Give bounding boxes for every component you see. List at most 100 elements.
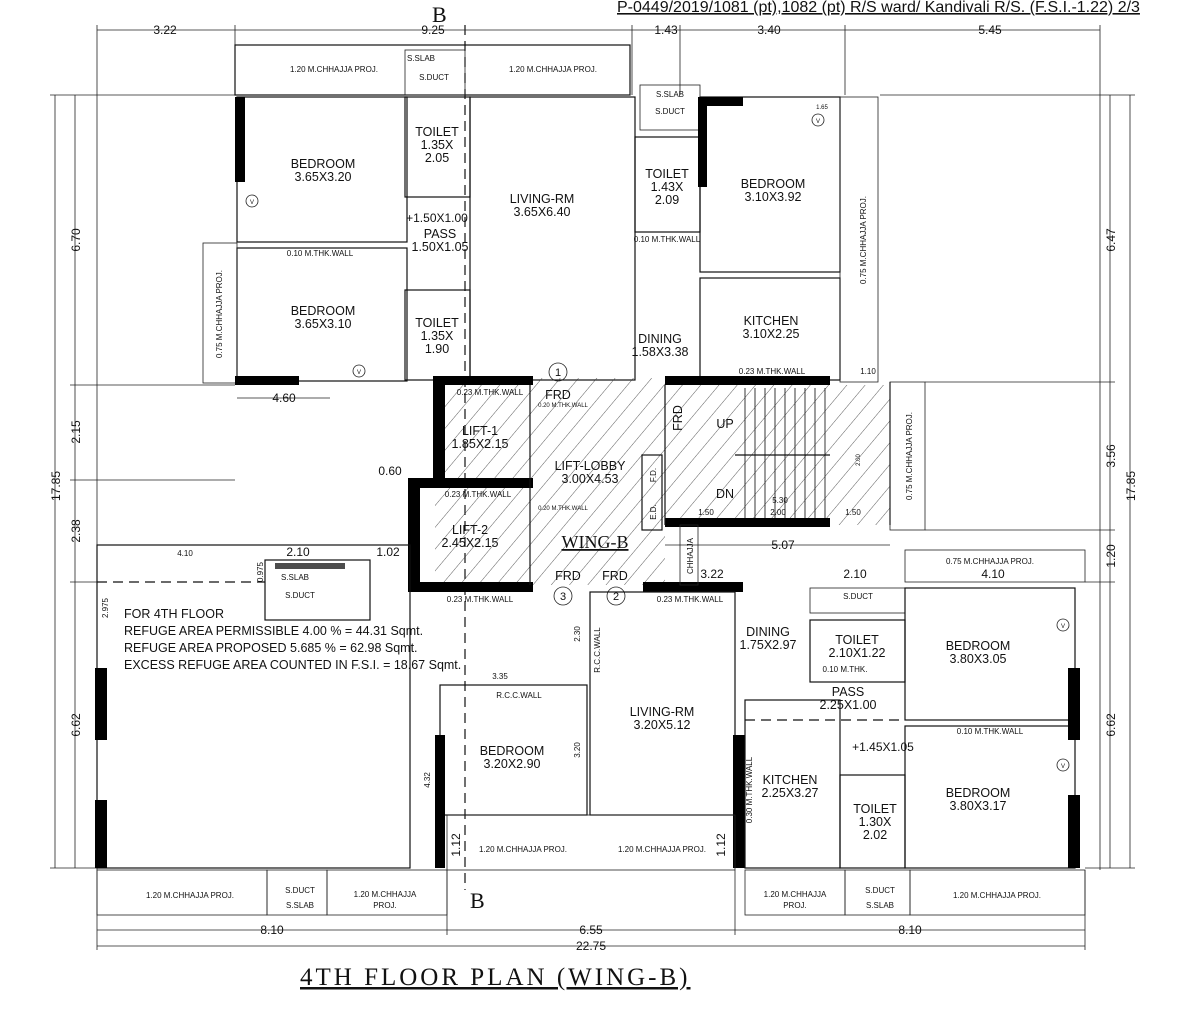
svg-text:1.65: 1.65 (816, 105, 828, 111)
svg-text:0.75 M.CHHAJJA PROJ.: 0.75 M.CHHAJJA PROJ. (859, 196, 868, 284)
svg-text:S.SLAB: S.SLAB (656, 90, 684, 99)
svg-text:5.30: 5.30 (772, 496, 788, 505)
refuge-note-excess: EXCESS REFUGE AREA COUNTED IN F.S.I. = 1… (124, 658, 461, 672)
svg-text:0.75 M.CHHAJJA PROJ.: 0.75 M.CHHAJJA PROJ. (905, 412, 914, 500)
svg-text:3: 3 (560, 591, 566, 603)
svg-text:1.50: 1.50 (845, 508, 861, 517)
room-size: 3.10X3.92 (745, 190, 802, 204)
room-size: 2.10X1.22 (829, 646, 886, 660)
room-size: 2.25X3.27 (762, 786, 819, 800)
room-name: BEDROOM (946, 639, 1011, 653)
svg-text:0.23 M.THK.WALL: 0.23 M.THK.WALL (447, 595, 514, 604)
wing-label: WING-B (562, 532, 629, 552)
room-labels: BEDROOM3.65X3.20TOILET1.35X2.05LIVING-RM… (291, 125, 1011, 842)
svg-text:3.20: 3.20 (573, 742, 582, 758)
svg-text:2.15: 2.15 (69, 420, 83, 444)
room-size: 2.05 (425, 151, 449, 165)
dimension-2-30: 2.30 (573, 626, 582, 642)
svg-text:6.47: 6.47 (1104, 228, 1118, 252)
svg-text:3.22: 3.22 (153, 23, 177, 37)
svg-text:1.20 M.CHHAJJA PROJ.: 1.20 M.CHHAJJA PROJ. (953, 891, 1041, 900)
svg-text:4.32: 4.32 (423, 772, 432, 788)
svg-text:S.SLAB: S.SLAB (866, 901, 894, 910)
svg-text:6.55: 6.55 (579, 923, 603, 937)
svg-text:E.D.: E.D. (649, 504, 658, 520)
svg-text:8.10: 8.10 (260, 923, 284, 937)
svg-text:0.75 M.CHHAJJA PROJ.: 0.75 M.CHHAJJA PROJ. (215, 270, 224, 358)
room-size: 3.20X5.12 (634, 718, 691, 732)
room-name: PASS (832, 685, 864, 699)
svg-text:6.62: 6.62 (1104, 713, 1118, 737)
svg-text:V: V (357, 370, 361, 376)
room-name: BEDROOM (480, 744, 545, 758)
svg-text:1.20 M.CHHAJJA: 1.20 M.CHHAJJA (354, 890, 417, 899)
svg-text:0.60: 0.60 (378, 464, 402, 478)
refuge-note-proposed: REFUGE AREA PROPOSED 5.685 % = 62.98 Sqm… (124, 641, 418, 655)
svg-text:R.C.C.WALL: R.C.C.WALL (593, 627, 602, 673)
room-name: LIFT-LOBBY (555, 459, 627, 473)
svg-text:F.D.: F.D. (649, 468, 658, 482)
room-name: PASS (424, 227, 456, 241)
svg-text:1.12: 1.12 (714, 833, 728, 857)
room-name: KITCHEN (744, 314, 799, 328)
svg-text:6.70: 6.70 (69, 228, 83, 252)
room-name: KITCHEN (763, 773, 818, 787)
svg-text:0.23 M.THK.WALL: 0.23 M.THK.WALL (657, 595, 724, 604)
svg-text:FRD: FRD (555, 569, 581, 583)
svg-text:FRD: FRD (671, 405, 685, 431)
svg-text:1.20 M.CHHAJJA PROJ.: 1.20 M.CHHAJJA PROJ. (509, 65, 597, 74)
room-size: 3.65X3.20 (295, 170, 352, 184)
svg-text:0.20 M.THK.WALL: 0.20 M.THK.WALL (538, 506, 588, 512)
svg-text:FRD: FRD (545, 388, 571, 402)
svg-text:3.56: 3.56 (1104, 444, 1118, 468)
room-living-rm: LIVING-RM3.20X5.12 (630, 705, 695, 732)
room-size: 2.45X2.15 (442, 536, 499, 550)
left-dimensions: 17.85 6.70 2.15 2.38 6.62 (49, 94, 235, 869)
room-name: TOILET (835, 633, 879, 647)
room-size: 3.20X2.90 (484, 757, 541, 771)
room-name: DINING (638, 332, 682, 346)
stair-up: UP (716, 417, 733, 431)
refuge-note-heading: FOR 4TH FLOOR (124, 607, 224, 621)
svg-text:9.25: 9.25 (421, 23, 445, 37)
room-size: 2.09 (655, 193, 679, 207)
svg-text:4.60: 4.60 (272, 391, 296, 405)
svg-text:8.10: 8.10 (898, 923, 922, 937)
room-name: LIFT-2 (452, 523, 488, 537)
svg-text:2.10: 2.10 (286, 545, 310, 559)
svg-text:0.10 M.THK.WALL: 0.10 M.THK.WALL (634, 235, 701, 244)
room-name: BEDROOM (946, 786, 1011, 800)
svg-text:PROJ.: PROJ. (373, 901, 397, 910)
svg-text:S.SLAB: S.SLAB (286, 901, 314, 910)
svg-text:CHHAJJA: CHHAJJA (686, 537, 695, 574)
svg-text:S.DUCT: S.DUCT (865, 886, 895, 895)
room-name: LIVING-RM (630, 705, 695, 719)
svg-text:V: V (250, 200, 254, 206)
core: UP DN FRD FRD FRD FRD F.D. E.D. 0.23 M.T… (408, 362, 926, 606)
room-name: BEDROOM (741, 177, 806, 191)
upper-flats: 1.20 M.CHHAJJA PROJ. 1.20 M.CHHAJJA PROJ… (202, 44, 879, 478)
svg-text:1.10: 1.10 (860, 367, 876, 376)
svg-text:0.10 M.THK.WALL: 0.10 M.THK.WALL (957, 727, 1024, 736)
svg-text:1.43: 1.43 (654, 23, 678, 37)
svg-text:5.07: 5.07 (771, 538, 795, 552)
svg-text:FRD: FRD (602, 569, 628, 583)
room-size: 2.02 (863, 828, 887, 842)
room-size: 3.65X3.10 (295, 317, 352, 331)
svg-text:+1.45X1.05: +1.45X1.05 (852, 740, 914, 754)
room-size: 3.10X2.25 (743, 327, 800, 341)
shaft-top (404, 49, 466, 96)
dimension-2-975: 2.975 (101, 597, 110, 618)
